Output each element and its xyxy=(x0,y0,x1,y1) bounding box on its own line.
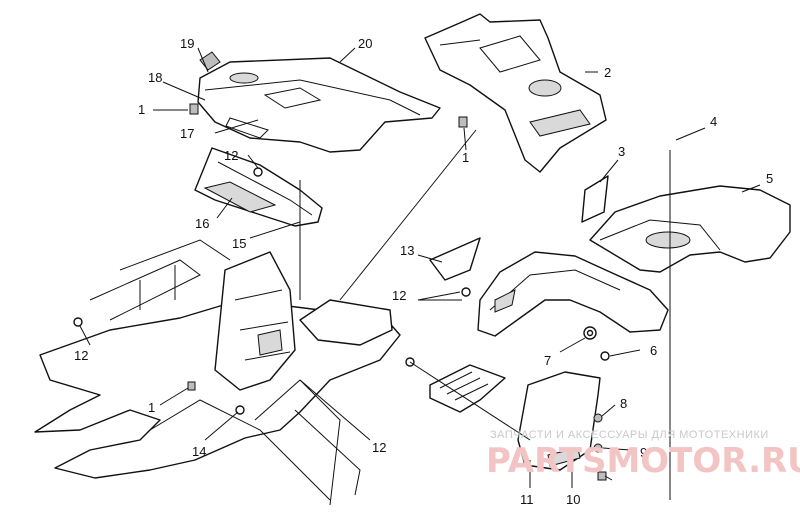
callout-3: 3 xyxy=(618,144,625,159)
callout-14: 14 xyxy=(192,444,206,459)
callout-1-bottom: 1 xyxy=(148,400,155,415)
callout-1-top: 1 xyxy=(138,102,145,117)
callout-9: 9 xyxy=(640,445,647,460)
callout-18: 18 xyxy=(148,70,162,85)
rear-fender-part xyxy=(589,185,791,273)
callout-12-bottom: 12 xyxy=(372,440,386,455)
callout-15: 15 xyxy=(232,236,246,251)
callout-20: 20 xyxy=(358,36,372,51)
callout-19: 19 xyxy=(180,36,194,51)
callout-8: 8 xyxy=(620,396,627,411)
lower-panel-part xyxy=(194,147,323,227)
front-cowl-part xyxy=(197,51,441,153)
watermark: ЗАПЧАСТИ И АКСЕССУАРЫ ДЛЯ МОТОТЕХНИКИ PA… xyxy=(486,429,800,481)
decal-13-part xyxy=(429,237,481,281)
callout-16: 16 xyxy=(195,216,209,231)
front-fender-part xyxy=(477,251,669,337)
callout-13: 13 xyxy=(400,243,414,258)
decal-3-part xyxy=(581,175,609,223)
watermark-logo: PARTSMOTOR.RU xyxy=(486,441,800,481)
callout-10: 10 xyxy=(566,492,580,507)
watermark-caption: ЗАПЧАСТИ И АКСЕССУАРЫ ДЛЯ МОТОТЕХНИКИ xyxy=(490,429,769,441)
callout-7: 7 xyxy=(544,353,551,368)
callout-labels: 19 20 18 1 17 12 16 15 1 2 3 4 5 13 12 7… xyxy=(74,36,773,507)
front-rack-part xyxy=(429,364,506,413)
callout-5: 5 xyxy=(766,171,773,186)
headlight-pod-part xyxy=(424,13,607,173)
callout-6: 6 xyxy=(650,343,657,358)
callout-12-left: 12 xyxy=(74,348,88,363)
callout-4: 4 xyxy=(710,114,717,129)
vehicle-frame-part xyxy=(34,239,401,506)
callout-12-top: 12 xyxy=(224,148,238,163)
callout-2: 2 xyxy=(604,65,611,80)
callout-1-mid: 1 xyxy=(462,150,469,165)
callout-12-fender: 12 xyxy=(392,288,406,303)
mount-bracket-part xyxy=(517,371,601,471)
leader-lines xyxy=(79,47,761,488)
callout-11: 11 xyxy=(520,492,534,507)
callout-17: 17 xyxy=(180,126,194,141)
